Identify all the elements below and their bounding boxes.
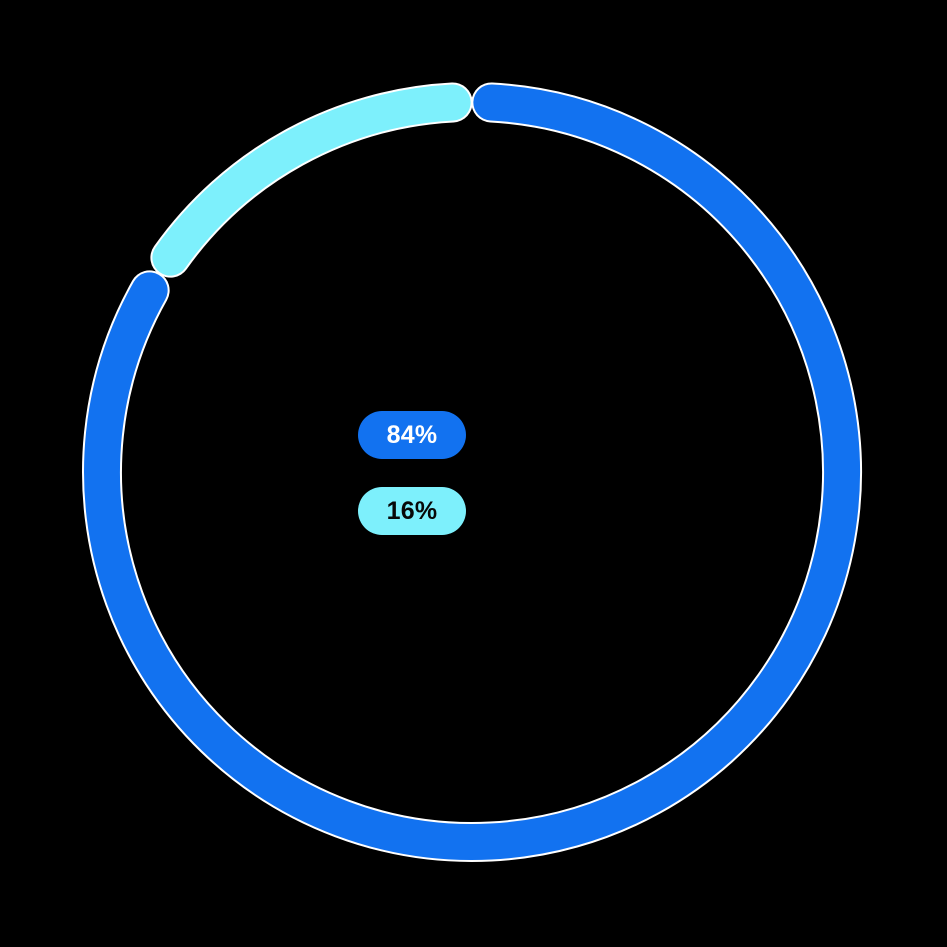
legend-item-primary[interactable]: 84% [358, 411, 466, 459]
legend-item-primary-label: 84% [386, 420, 438, 449]
legend-item-secondary-label: 16% [386, 496, 438, 525]
ring-segments [82, 82, 862, 862]
legend-item-secondary[interactable]: 16% [358, 487, 466, 535]
donut-segment-secondary[interactable] [152, 84, 471, 276]
legend: 84% 16% [358, 411, 466, 535]
donut-segment-primary[interactable] [84, 84, 860, 860]
